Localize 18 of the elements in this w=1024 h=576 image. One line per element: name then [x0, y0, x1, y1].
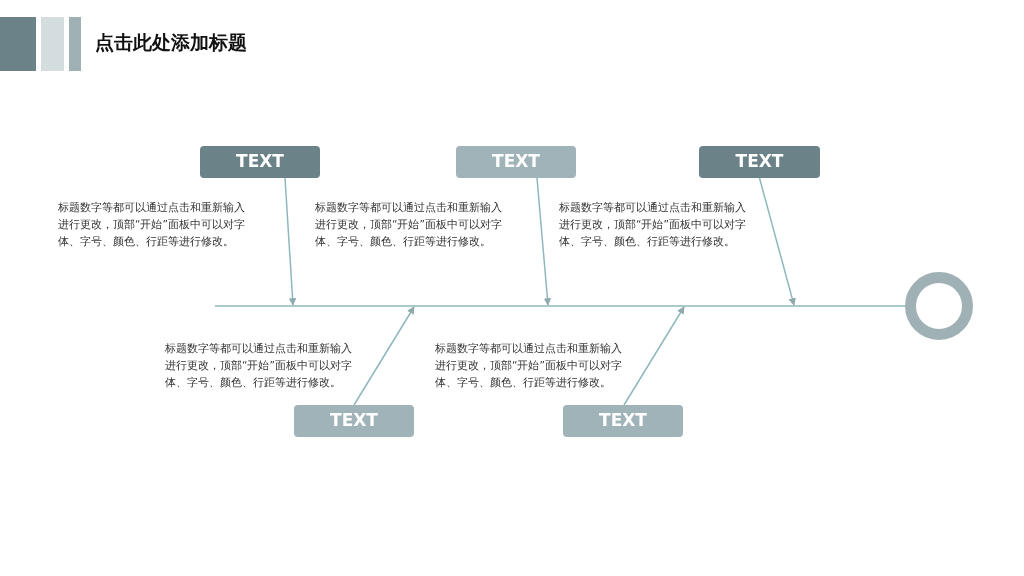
- description-text: 标题数字等都可以通过点击和重新输入进行更改，顶部“开始”面板中可以对字体、字号、颜色、行距等进行修改。: [315, 200, 503, 249]
- arrow: [758, 177, 796, 306]
- description-text: 标题数字等都可以通过点击和重新输入进行更改，顶部“开始”面板中可以对字体、字号、颜色、行距等进行修改。: [435, 341, 623, 390]
- arrow: [284, 177, 297, 306]
- arrow: [353, 306, 415, 406]
- ring-shape: [905, 272, 973, 340]
- heading-box: TEXT: [456, 146, 576, 178]
- arrow: [623, 306, 685, 406]
- description-text: 标题数字等都可以通过点击和重新输入进行更改，顶部“开始”面板中可以对字体、字号、颜色、行距等进行修改。: [165, 341, 353, 390]
- spine-line: [214, 305, 906, 307]
- slide-title: 点击此处添加标题: [95, 30, 247, 54]
- description-text: 标题数字等都可以通过点击和重新输入进行更改，顶部“开始”面板中可以对字体、字号、颜色、行距等进行修改。: [559, 200, 747, 249]
- heading-box: TEXT: [563, 405, 683, 437]
- heading-box: TEXT: [294, 405, 414, 437]
- heading-box: TEXT: [200, 146, 320, 178]
- description-text: 标题数字等都可以通过点击和重新输入进行更改，顶部“开始”面板中可以对字体、字号、颜色、行距等进行修改。: [58, 200, 246, 249]
- arrow: [536, 177, 552, 306]
- heading-box: TEXT: [699, 146, 820, 178]
